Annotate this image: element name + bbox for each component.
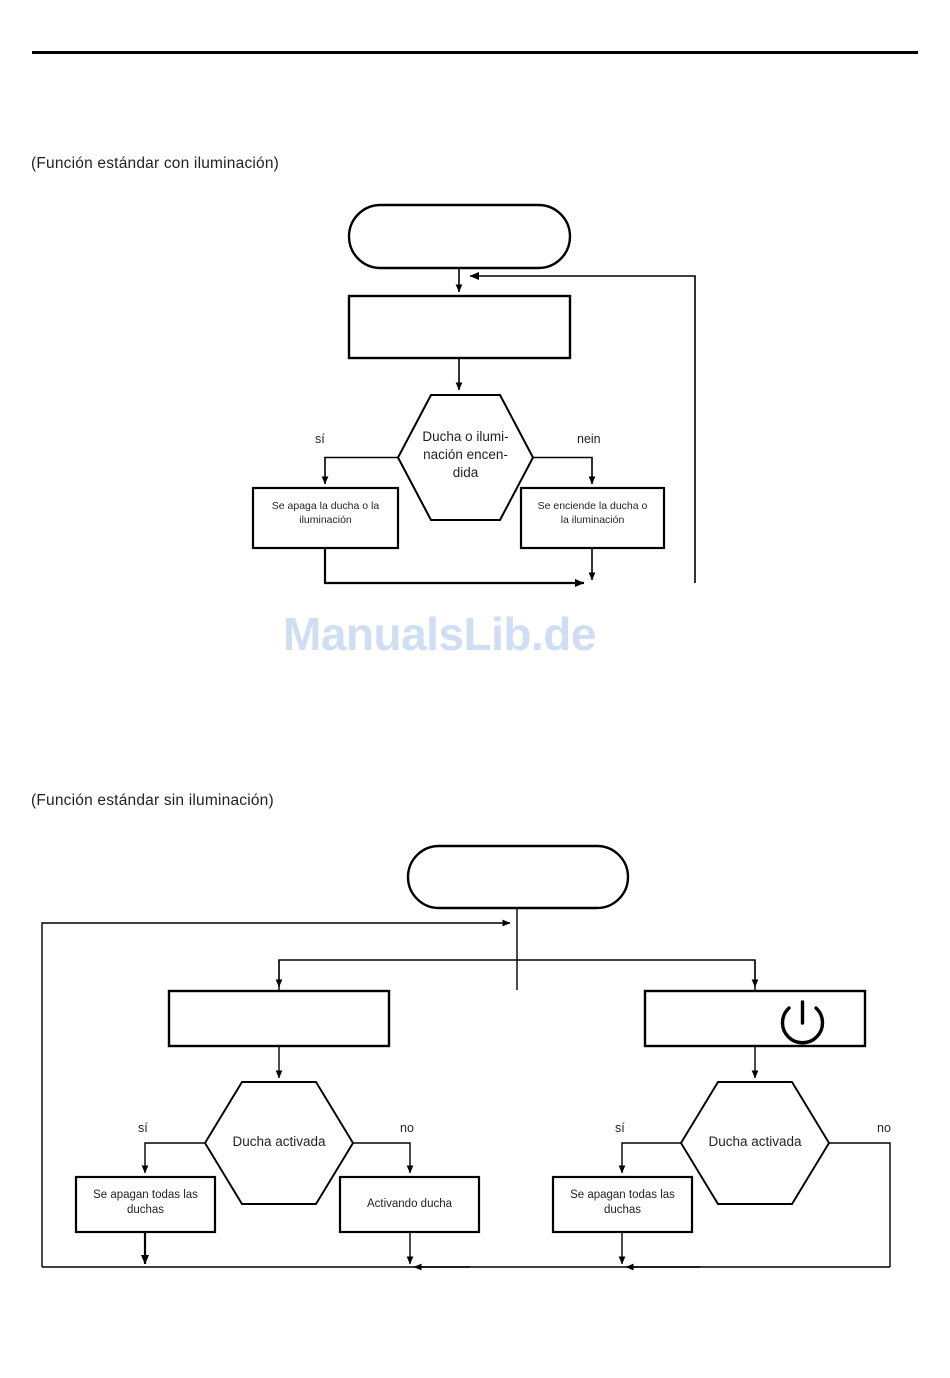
- section-caption-con-iluminacion: (Función estándar con iluminación): [31, 155, 280, 172]
- edge-label-no-2-right: no: [877, 1121, 891, 1135]
- node-on-2-left: [338, 1175, 481, 1234]
- node-off-1: [251, 486, 400, 550]
- edge-label-no-1: nein: [577, 432, 601, 446]
- node-decision-2-left: [203, 1081, 355, 1205]
- node-action-1: [347, 294, 572, 360]
- node-decision-1-label: Ducha o ilumi- nación encen- dida: [422, 429, 509, 480]
- power-icon: [780, 1000, 825, 1045]
- edge-off-to-bus-1: [323, 548, 585, 588]
- node-on-2-left-label: Activando ducha: [366, 1198, 453, 1210]
- node-off-2-left: [74, 1175, 217, 1234]
- top-horizontal-rule: [32, 51, 918, 54]
- node-start-2: [406, 844, 630, 910]
- edge-decision-2-left-yes: [141, 1142, 205, 1174]
- node-off-2-right-label: Se apagan todas las duchas: [570, 1189, 675, 1217]
- section-caption-sin-iluminacion: (Función estándar sin iluminación): [31, 792, 274, 809]
- edge-decision-2-right-no: [829, 1142, 891, 1267]
- edge-decision-yes-1: [321, 456, 398, 485]
- edge-label-yes-2-right: sí: [615, 1121, 625, 1135]
- edge-label-yes-2-left: sí: [138, 1121, 148, 1135]
- diagram-con-iluminacion: [251, 203, 696, 588]
- node-start-1: [347, 203, 572, 270]
- node-decision-2-right: [679, 1081, 831, 1205]
- watermark-manualslib: ManualsLib.de: [283, 608, 596, 660]
- node-off-2-left-label: Se apagan todas las duchas: [93, 1189, 198, 1217]
- edge-label-yes-1: sí: [315, 432, 325, 446]
- node-action-2-right: [643, 989, 867, 1048]
- edge-split-bar-2: [278, 959, 756, 990]
- edge-label-no-2-left: no: [400, 1121, 414, 1135]
- node-on-1: [519, 486, 666, 550]
- node-decision-2-right-label: Ducha activada: [708, 1134, 802, 1149]
- node-on-1-label: Se enciende la ducha o la iluminación: [537, 500, 648, 526]
- diagram-sin-iluminacion: [41, 844, 891, 1271]
- edge-decision-2-right-yes: [618, 1142, 681, 1174]
- node-action-2-left: [167, 989, 391, 1048]
- edge-decision-2-left-no: [353, 1142, 414, 1174]
- node-decision-1: [396, 394, 535, 521]
- edge-return-loop-2: [41, 919, 511, 1267]
- edge-return-loop-1: [469, 271, 696, 583]
- node-off-2-right: [551, 1175, 694, 1234]
- node-decision-2-left-label: Ducha activada: [232, 1134, 326, 1149]
- node-off-1-label: Se apaga la ducha o la iluminación: [271, 500, 380, 526]
- edge-decision-no-1: [533, 456, 596, 485]
